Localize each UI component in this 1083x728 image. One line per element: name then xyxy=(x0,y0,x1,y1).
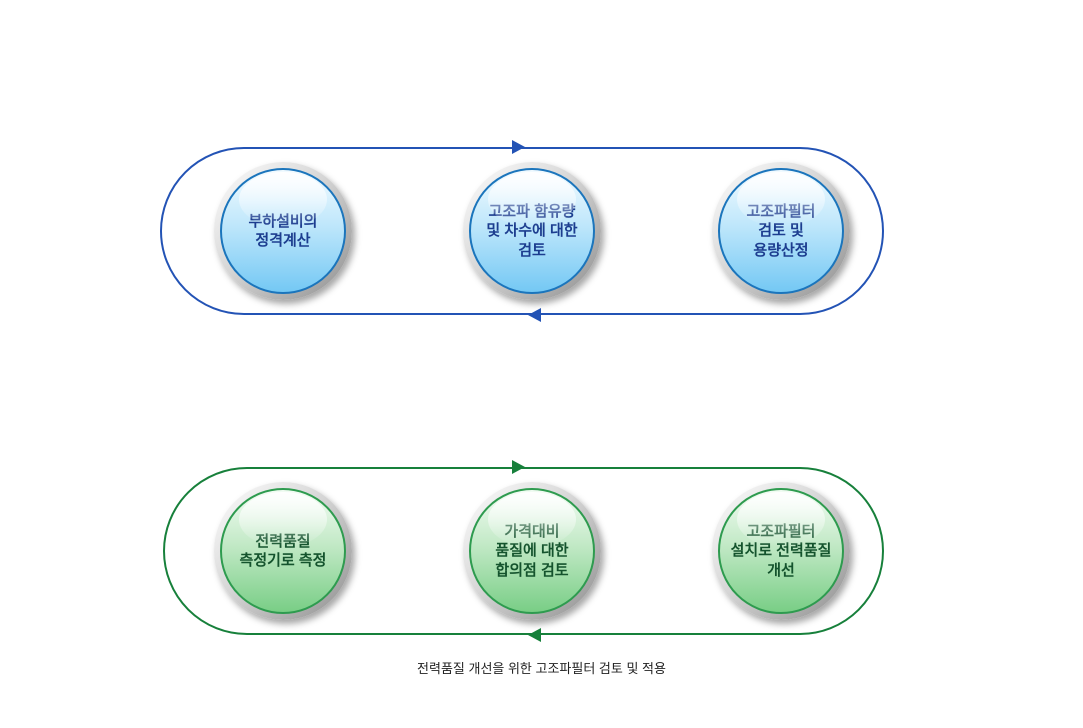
node-filter-install-improvement: 고조파필터 설치로 전력품질 개선 xyxy=(712,482,850,620)
flow-arrow-left-icon xyxy=(528,308,541,322)
node-label: 부하설비의 정격계산 xyxy=(220,168,346,294)
diagram-caption: 전력품질 개선을 위한 고조파필터 검토 및 적용 xyxy=(417,661,666,676)
node-harmonic-content-review: 고조파 함유량 및 차수에 대한 검토 xyxy=(463,162,601,300)
flow-arrow-left-icon xyxy=(528,628,541,642)
node-label: 전력품질 측정기로 측정 xyxy=(220,488,346,614)
node-price-quality-agreement: 가격대비 품질에 대한 합의점 검토 xyxy=(463,482,601,620)
flow-arrow-right-icon xyxy=(512,460,525,474)
node-label: 고조파필터 검토 및 용량산정 xyxy=(718,168,844,294)
node-label: 가격대비 품질에 대한 합의점 검토 xyxy=(469,488,595,614)
node-label: 고조파 함유량 및 차수에 대한 검토 xyxy=(469,168,595,294)
node-label: 고조파필터 설치로 전력품질 개선 xyxy=(718,488,844,614)
flow-arrow-right-icon xyxy=(512,140,525,154)
node-power-quality-measurement: 전력품질 측정기로 측정 xyxy=(214,482,352,620)
node-filter-capacity-sizing: 고조파필터 검토 및 용량산정 xyxy=(712,162,850,300)
node-load-rating-calculation: 부하설비의 정격계산 xyxy=(214,162,352,300)
